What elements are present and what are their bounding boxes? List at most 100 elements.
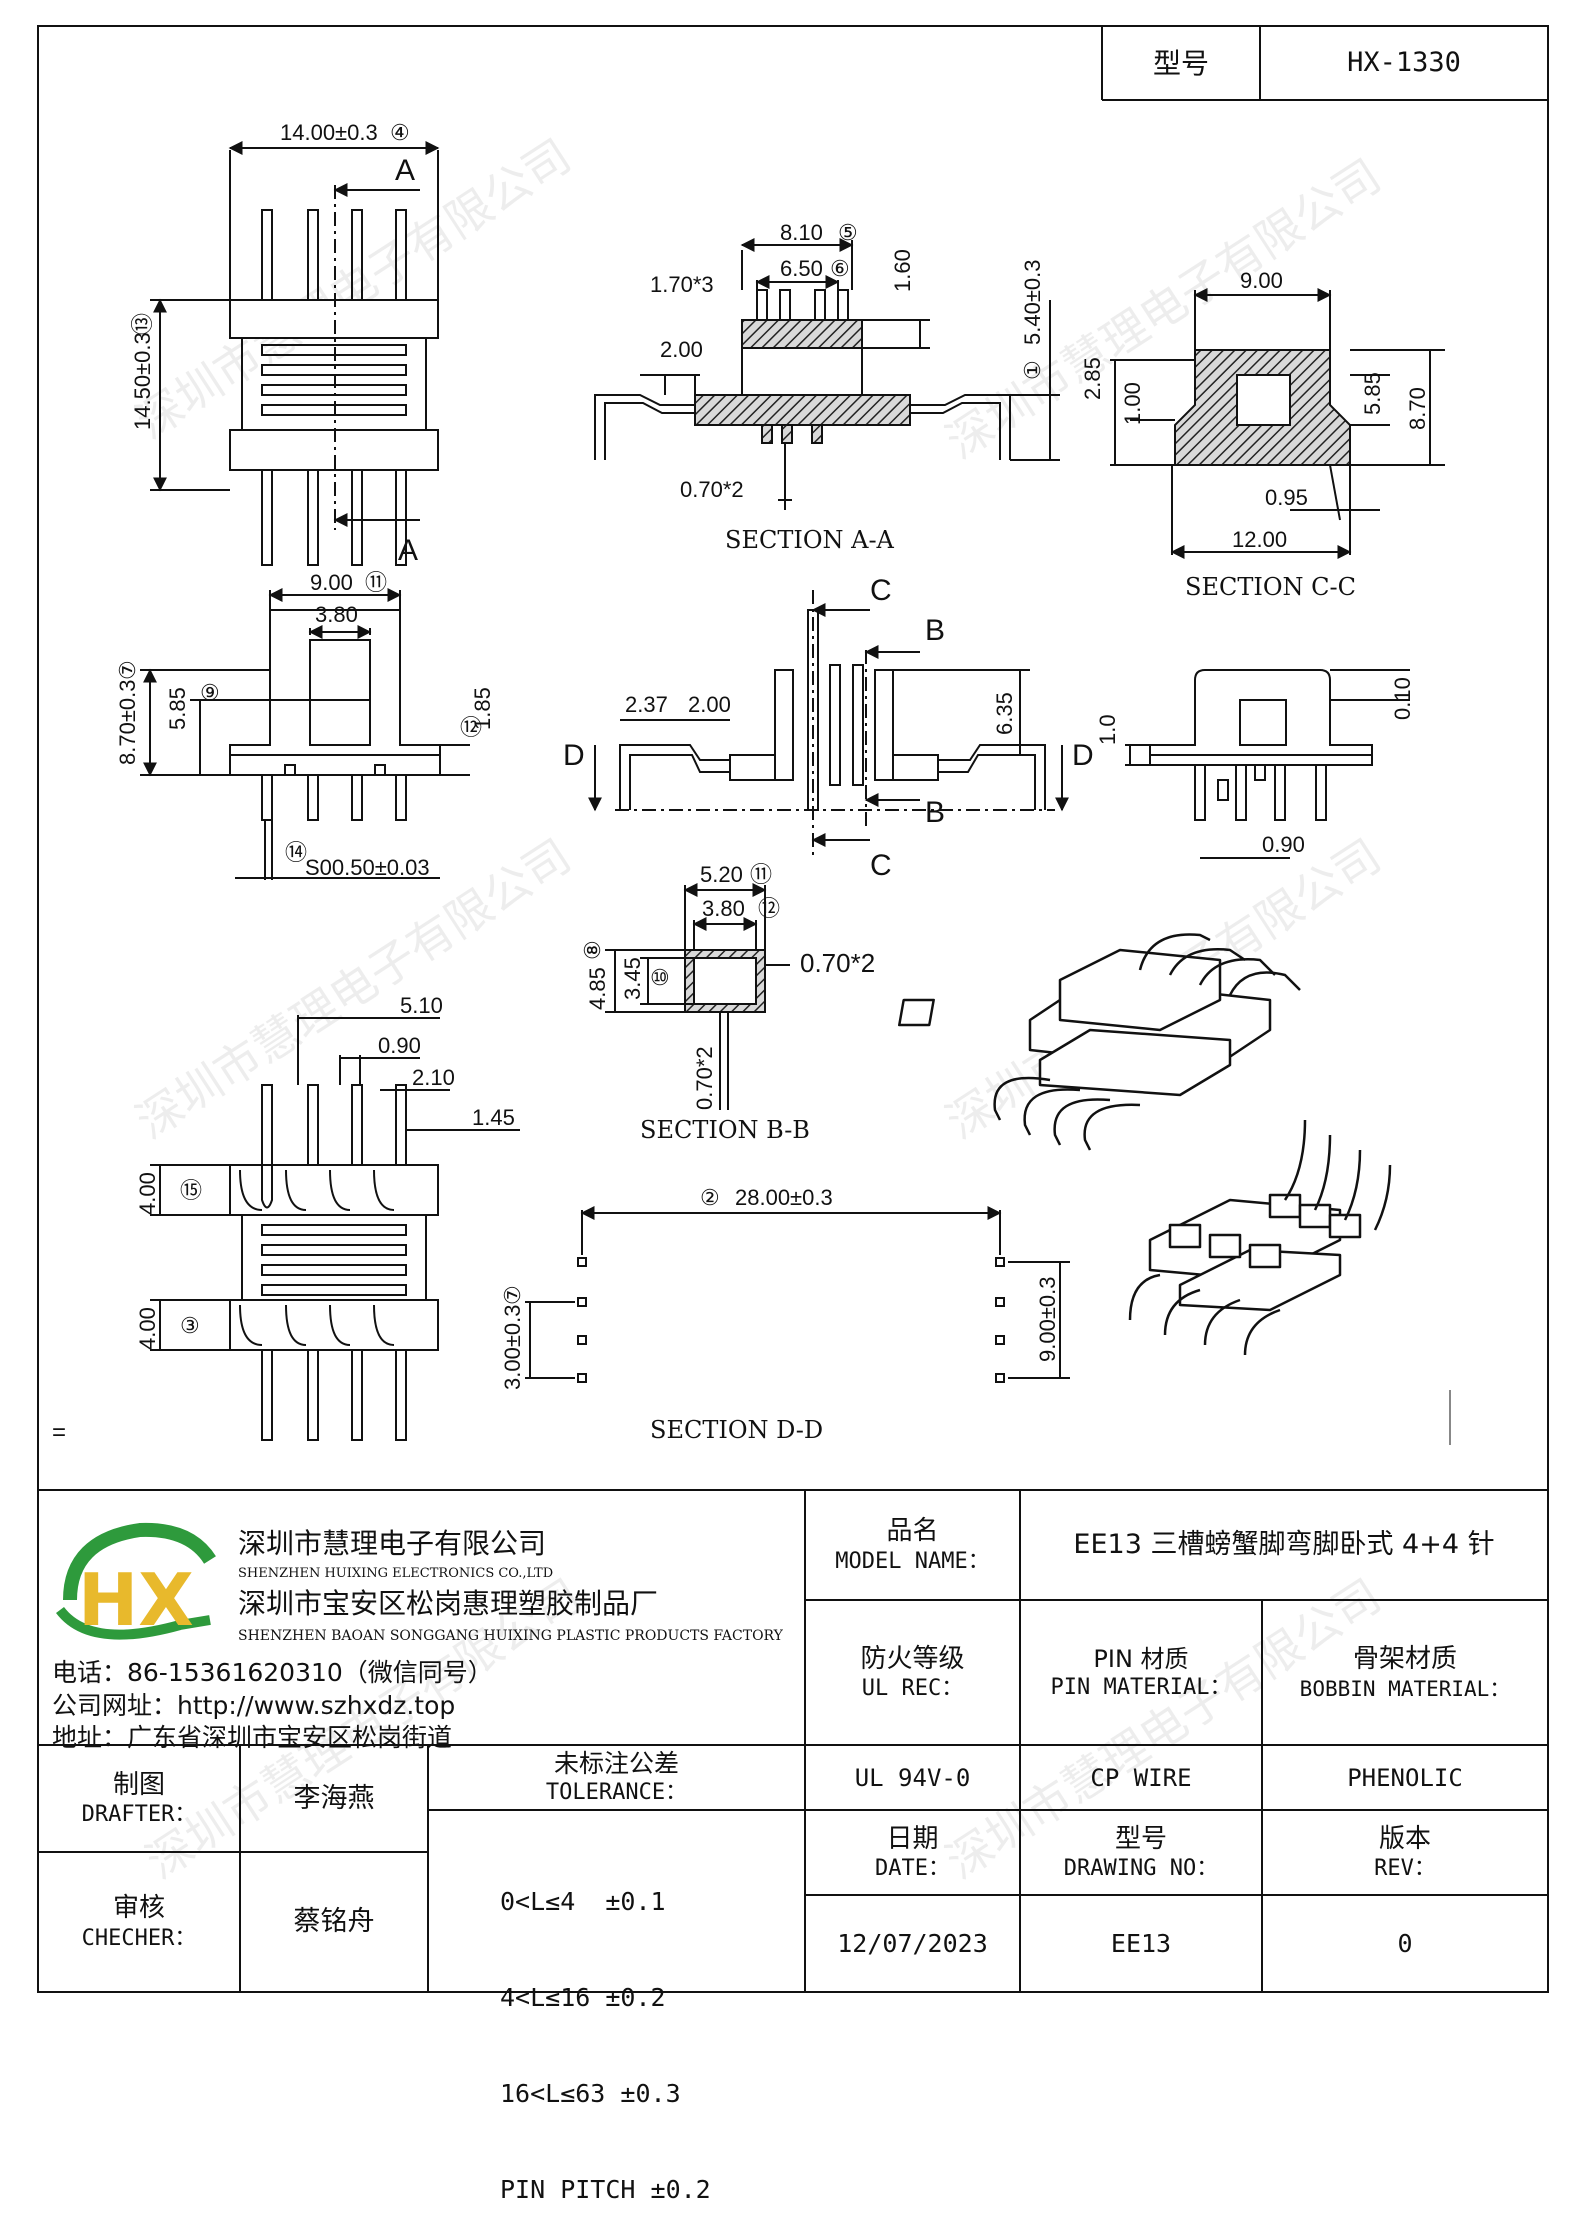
dim-f-185: 1.85: [470, 687, 495, 730]
stray-mark: =: [52, 1419, 66, 1446]
dim-m-200: 2.00: [688, 692, 731, 717]
date-en: DATE：: [875, 1856, 950, 1881]
rev-cn: 版本: [1378, 1823, 1431, 1854]
section-cc-label: SECTION C-C: [1185, 573, 1356, 601]
model-name-en: MODEL NAME：: [835, 1548, 990, 1574]
drafter-en: DRAFTER：: [81, 1802, 197, 1827]
dim-d-2800: 28.00±0.3: [735, 1185, 833, 1210]
pin-label: PIN 材质 PIN MATERIAL：: [1020, 1600, 1262, 1745]
watermark-1: 深圳市慧理电子有限公司: [127, 129, 580, 448]
mark-d-right: D: [1072, 739, 1094, 772]
ul-label: 防火等级 UL REC：: [805, 1600, 1020, 1745]
circle-11-f: ⑪: [365, 570, 387, 595]
checker-label: 审核 CHECHER：: [38, 1852, 240, 1992]
circle-14-f: ⑭: [285, 840, 307, 865]
section-dd-text: ② 28.00±0.3 ⑦ 3.00±0.3 9.00±0.3 SECTION …: [52, 1185, 1060, 1446]
section-cc-text: 9.00 2.85 1.00 5.85 8.70 0.95 12.00 SECT…: [1080, 268, 1430, 601]
header-model-value: HX-1330: [1347, 47, 1461, 79]
section-bb-text: 5.20 ⑪ 3.80 ⑫ ⑧ 4.85 3.45 ⑩ 0.70*2 0.70*…: [580, 862, 875, 1144]
dim-s-010: 0.10: [1390, 677, 1415, 720]
rev-value: 0: [1397, 1928, 1413, 1958]
dim-b-070x2v: 0.70*2: [692, 1046, 717, 1110]
dim-c-870: 8.70: [1405, 387, 1430, 430]
tolerance-cn: 未标注公差: [553, 1749, 679, 1779]
dim-m-237: 2.37: [625, 692, 668, 717]
circle-7-d: ⑦: [500, 1285, 525, 1305]
right-side-text: 1.0 0.10 0.90: [1095, 677, 1415, 857]
company-logo: HX: [56, 1522, 216, 1642]
tolerance-line-2: 4<L≤16 ±0.2: [500, 1983, 666, 2012]
company-factory-en: SHENZHEN BAOAN SONGGANG HUIXING PLASTIC …: [238, 1628, 783, 1644]
dim-bt-090: 0.90: [378, 1033, 421, 1058]
circle-5: ⑤: [838, 220, 858, 245]
company-website: 公司网址：http://www.szhxdz.top: [52, 1691, 456, 1720]
date-value: 12/07/2023: [837, 1928, 988, 1958]
section-cc-view: [1110, 288, 1445, 559]
mark-a-bottom: A: [398, 534, 418, 567]
dim-c-900: 9.00: [1240, 268, 1283, 293]
right-side-view: [1125, 669, 1410, 859]
checker-en: CHECHER：: [81, 1925, 197, 1951]
circle-1-a: ①: [1020, 360, 1045, 380]
dim-bt-400a: 4.00: [135, 1172, 160, 1215]
drawing-svg: 深圳市慧理电子有限公司 深圳市慧理电子有限公司 深圳市慧理电子有限公司 深圳市慧…: [37, 25, 1549, 1993]
isometric-upper: [897, 933, 1301, 1151]
dim-f-pin: S00.50±0.03: [305, 855, 430, 880]
company-factory-cn: 深圳市宝安区松岗惠理塑胶制品厂: [238, 1587, 659, 1620]
dim-bt-400b: 4.00: [135, 1307, 160, 1350]
drafter-name: 李海燕: [293, 1782, 375, 1814]
drawing-no-en: DRAWING NO：: [1063, 1856, 1219, 1881]
mark-c-top: C: [870, 574, 892, 607]
tolerance-en: TOLERANCE：: [545, 1780, 688, 1806]
mark-d-left: D: [563, 739, 585, 772]
isometric-lower: [1128, 1119, 1392, 1356]
circle-10-b: ⑩: [650, 965, 670, 990]
rev-en: REV：: [1374, 1856, 1436, 1881]
circle-13: ⑬: [130, 313, 155, 335]
middle-side-view: [588, 590, 1069, 860]
dim-a-200: 2.00: [660, 337, 703, 362]
circle-11-b: ⑪: [750, 862, 772, 887]
bobbin-value: PHENOLIC: [1347, 1763, 1463, 1792]
dim-d-900: 9.00±0.3: [1035, 1277, 1060, 1362]
section-bb-label: SECTION B-B: [640, 1116, 810, 1144]
logo-text: HX: [78, 1558, 194, 1642]
tolerance-line-4: PIN PITCH ±0.2: [500, 2175, 711, 2204]
dim-bt-510: 5.10: [400, 993, 443, 1018]
circle-8-b: ⑧: [580, 940, 605, 960]
section-dd-view: [525, 1206, 1451, 1445]
rev-label: 版本 REV：: [1262, 1810, 1548, 1895]
dim-s-090: 0.90: [1262, 832, 1305, 857]
circle-2-d: ②: [700, 1185, 720, 1210]
dim-b-345: 3.45: [620, 957, 645, 1000]
top-left-view: [150, 141, 440, 566]
date-cn: 日期: [886, 1823, 939, 1854]
drawing-sheet: 深圳市慧理电子有限公司 深圳市慧理电子有限公司 深圳市慧理电子有限公司 深圳市慧…: [37, 25, 1549, 2204]
tolerance-line-3: 16<L≤63 ±0.3: [500, 2079, 681, 2108]
dim-f-585: 5.85: [165, 687, 190, 730]
frame: [37, 25, 1549, 1993]
dim-a-160: 1.60: [890, 249, 915, 292]
model-name-value: EE13 三槽螃蟹脚弯脚卧式 4+4 针: [1073, 1529, 1495, 1561]
circle-12-f: ⑫: [460, 715, 482, 740]
front-view: [140, 588, 470, 880]
dim-a-650: 6.50: [780, 256, 823, 281]
bobbin-en: BOBBIN MATERIAL：: [1299, 1676, 1511, 1701]
circle-12-b: ⑫: [758, 896, 780, 921]
dim-c-585: 5.85: [1360, 372, 1385, 415]
ul-value: UL 94V-0: [854, 1763, 971, 1792]
dim-m-635: 6.35: [992, 692, 1017, 735]
dim-bt-210: 2.10: [412, 1065, 455, 1090]
dim-a-540: 5.40±0.3: [1020, 260, 1045, 345]
dim-f-870: 8.70±0.3: [115, 680, 140, 765]
ul-en: UL REC：: [861, 1676, 964, 1701]
date-label: 日期 DATE：: [805, 1810, 1020, 1895]
tolerance-lines: 0<L≤4 ±0.1 4<L≤16 ±0.2 16<L≤63 ±0.3 PIN …: [500, 1822, 711, 2238]
mark-b-bottom: B: [925, 796, 945, 829]
model-name-label: 品名 MODEL NAME：: [805, 1490, 1020, 1600]
circle-4: ④: [390, 120, 410, 145]
section-aa-label: SECTION A-A: [725, 526, 895, 554]
section-dd-label: SECTION D-D: [650, 1416, 823, 1444]
dim-b-070x2: 0.70*2: [800, 948, 875, 978]
drafter-cn: 制图: [112, 1769, 165, 1800]
